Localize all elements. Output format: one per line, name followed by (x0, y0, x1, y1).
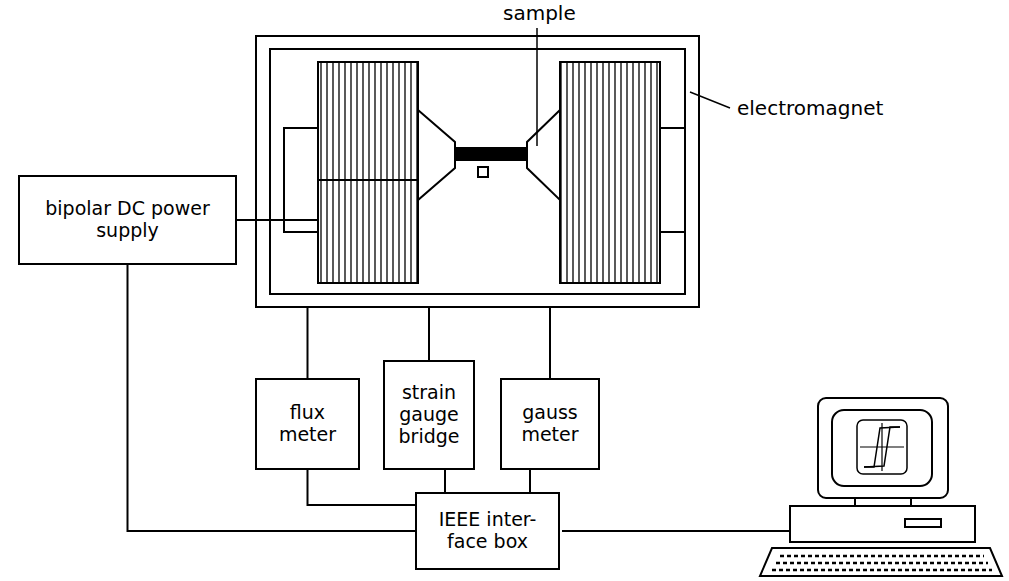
screen (832, 410, 932, 486)
plot-window (857, 420, 907, 474)
hysteresis-loop (864, 427, 900, 467)
node-text: electromagnet (737, 97, 883, 120)
leader-line (536, 28, 538, 146)
node-text: flux meter (263, 402, 352, 446)
instrument-box: gauss meter (500, 378, 600, 470)
node-text: gauss meter (508, 402, 592, 446)
coil (560, 62, 660, 283)
sample-bar (455, 148, 527, 160)
keyboard-keys (776, 562, 988, 565)
coil-divider (318, 179, 418, 181)
drive-slot (905, 519, 941, 527)
yoke-block (660, 128, 685, 232)
coil (318, 62, 418, 283)
instrument-box: flux meter (255, 378, 360, 470)
hysteresis-loop (864, 427, 900, 467)
pole-piece (418, 110, 455, 200)
supply-wire (256, 219, 318, 221)
leader-line (690, 92, 730, 108)
keyboard-keys (780, 555, 984, 558)
pole-piece (527, 110, 560, 200)
signal-wire (308, 470, 416, 505)
interface-box: IEEE inter- face box (415, 492, 560, 570)
node-text: bipolar DC power supply (26, 198, 229, 242)
computer-base (790, 506, 975, 542)
electromagnet-drawing (256, 28, 730, 294)
computer-drawing (562, 398, 1002, 576)
signal-wire (529, 470, 531, 492)
signal-wire (237, 219, 255, 221)
node-text: strain gauge bridge (391, 382, 467, 448)
interface-wire (562, 530, 790, 532)
signal-wire (549, 308, 551, 378)
signal-wire (428, 308, 430, 360)
signal-wire (128, 265, 416, 531)
hall-probe (478, 167, 488, 177)
inner-frame (270, 49, 685, 294)
instrument-box: strain gauge bridge (383, 360, 475, 470)
keyboard-keys (772, 569, 992, 572)
signal-wire (307, 308, 309, 378)
instrument-box: bipolar DC power supply (18, 175, 237, 265)
node-text: IEEE inter- face box (423, 509, 552, 553)
plot-axis (881, 423, 882, 471)
monitor-stand (855, 498, 911, 506)
part-label: sample (503, 2, 576, 25)
electromagnet-frame: electromagnet (255, 35, 700, 308)
keyboard (760, 548, 1002, 576)
yoke-block (284, 128, 318, 232)
signal-wire (444, 470, 446, 492)
monitor (818, 398, 948, 498)
